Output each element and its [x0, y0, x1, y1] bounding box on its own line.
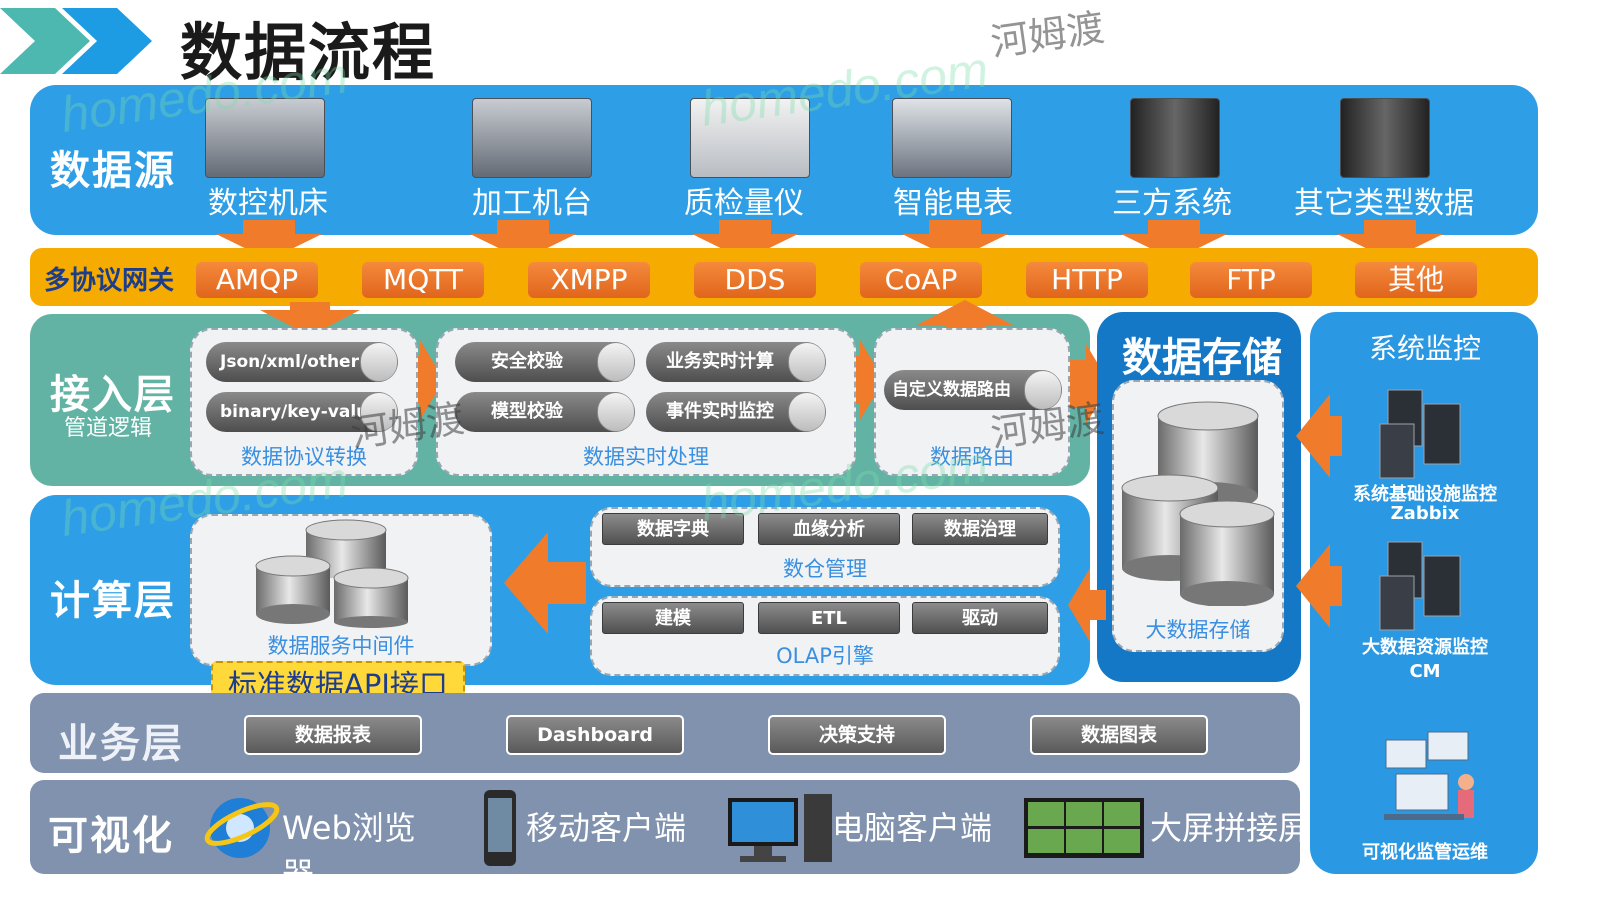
- pill-label: 安全校验: [491, 351, 563, 372]
- group-caption: 数据路由: [930, 445, 1014, 469]
- pill-cap: [597, 392, 635, 432]
- realtime-compute-pill: 业务实时计算: [646, 342, 826, 382]
- cnc-machine-icon: [205, 98, 325, 178]
- visual-desktop-label: 电脑客户端: [832, 809, 993, 847]
- monitor-item-infra-tool: Zabbix: [1390, 503, 1460, 524]
- source-label: 数控机床: [208, 186, 328, 221]
- monitor-item-bigdata-tool: CM: [1409, 661, 1441, 682]
- chevron-right-icon: [62, 8, 152, 74]
- video-wall-icon: [1024, 798, 1144, 858]
- desktop-computer-icon: [728, 794, 832, 862]
- visual-wall-label: 大屏拼接屏: [1150, 809, 1311, 847]
- pill-label: Json/xml/other: [220, 352, 359, 372]
- pill-cap: [360, 392, 398, 432]
- mobile-phone-icon: [484, 790, 516, 866]
- etl-button: ETL: [758, 602, 900, 634]
- monitor-item-bigdata: 大数据资源监控: [1362, 637, 1488, 658]
- protocol-coap: CoAP: [860, 262, 982, 298]
- protocol-ftp: FTP: [1190, 262, 1312, 298]
- monitor-item-infra: 系统基础设施监控: [1353, 484, 1497, 505]
- group-caption: OLAP引擎: [776, 644, 874, 668]
- protocol-other: 其他: [1355, 262, 1477, 298]
- page-title: 数据流程: [180, 16, 437, 89]
- group-caption: 数据协议转换: [241, 445, 367, 469]
- json-xml-pill: Json/xml/other: [206, 342, 398, 382]
- protocol-http: HTTP: [1026, 262, 1148, 298]
- database-icon: [255, 519, 409, 628]
- data-source-title: 数据源: [50, 148, 176, 194]
- business-dashboard-button: Dashboard: [506, 715, 684, 755]
- pill-label: 业务实时计算: [666, 351, 774, 372]
- pill-cap: [788, 342, 826, 382]
- data-storage-title: 数据存储: [1122, 335, 1282, 381]
- pill-cap: [597, 342, 635, 382]
- protocol-mqtt: MQTT: [362, 262, 484, 298]
- business-decision-button: 决策支持: [768, 715, 946, 755]
- flow-arrow-compute: [504, 532, 586, 634]
- binary-kv-pill: binary/key-value: [206, 392, 398, 432]
- flow-arrows-monitor: [1296, 394, 1342, 628]
- visualization-layer-title: 可视化: [48, 813, 174, 859]
- business-report-button: 数据报表: [244, 715, 422, 755]
- database-icon: [1121, 401, 1275, 606]
- machine-station-icon: [472, 98, 592, 178]
- model-check-pill: 模型校验: [455, 392, 635, 432]
- server-rack-icon: [1379, 389, 1461, 479]
- server-rack-icon: [1379, 541, 1461, 631]
- custom-routing-pill: 自定义数据路由: [884, 370, 1062, 410]
- driver-button: 驱动: [912, 602, 1048, 634]
- business-chart-button: 数据图表: [1030, 715, 1208, 755]
- access-layer-subtitle: 管道逻辑: [64, 416, 153, 441]
- chevron-right-icon: [0, 8, 90, 74]
- gateway-title: 多协议网关: [44, 266, 175, 296]
- source-label: 智能电表: [893, 186, 1013, 221]
- operator-desk-icon: [1384, 731, 1474, 820]
- data-dictionary-button: 数据字典: [602, 513, 744, 545]
- source-label: 加工机台: [472, 186, 592, 221]
- flow-arrows-sources: [216, 220, 1443, 260]
- security-check-pill: 安全校验: [455, 342, 635, 382]
- visual-web-label: Web浏览器: [282, 809, 416, 893]
- smart-meter-icon: [892, 98, 1012, 178]
- compute-layer-title: 计算层: [50, 578, 176, 624]
- visual-mobile-label: 移动客户端: [526, 809, 687, 847]
- access-layer-title: 接入层: [50, 372, 176, 418]
- pill-label: 自定义数据路由: [892, 380, 1011, 400]
- server-rack-icon: [1130, 98, 1220, 178]
- lineage-analysis-button: 血缘分析: [758, 513, 900, 545]
- data-governance-button: 数据治理: [912, 513, 1048, 545]
- group-caption: 数据实时处理: [583, 445, 709, 469]
- pill-cap: [360, 342, 398, 382]
- ie-browser-icon: [204, 798, 280, 858]
- protocol-dds: DDS: [694, 262, 816, 298]
- source-label: 质检量仪: [684, 186, 804, 221]
- modeling-button: 建模: [602, 602, 744, 634]
- pill-label: 事件实时监控: [666, 401, 774, 422]
- source-label: 三方系统: [1112, 186, 1232, 221]
- group-caption: 数据服务中间件: [267, 634, 415, 658]
- source-label: 其它类型数据: [1294, 186, 1474, 221]
- group-caption: 大数据存储: [1145, 618, 1251, 642]
- protocol-amqp: AMQP: [196, 262, 318, 298]
- event-monitor-pill: 事件实时监控: [646, 392, 826, 432]
- quality-gauge-icon: [690, 98, 810, 178]
- protocol-xmpp: XMPP: [528, 262, 650, 298]
- monitor-item-visual-ops: 可视化监管运维: [1362, 842, 1488, 863]
- system-monitor-title: 系统监控: [1368, 332, 1481, 365]
- watermark-cn: 河姆渡: [988, 7, 1108, 65]
- pill-cap: [1024, 370, 1062, 410]
- flow-arrow-storage-compute: [1068, 568, 1106, 642]
- server-rack-icon: [1340, 98, 1430, 178]
- pill-cap: [788, 392, 826, 432]
- pill-label: binary/key-value: [220, 402, 380, 422]
- pill-label: 模型校验: [491, 401, 563, 422]
- group-caption: 数仓管理: [783, 557, 867, 581]
- business-layer-title: 业务层: [58, 721, 184, 767]
